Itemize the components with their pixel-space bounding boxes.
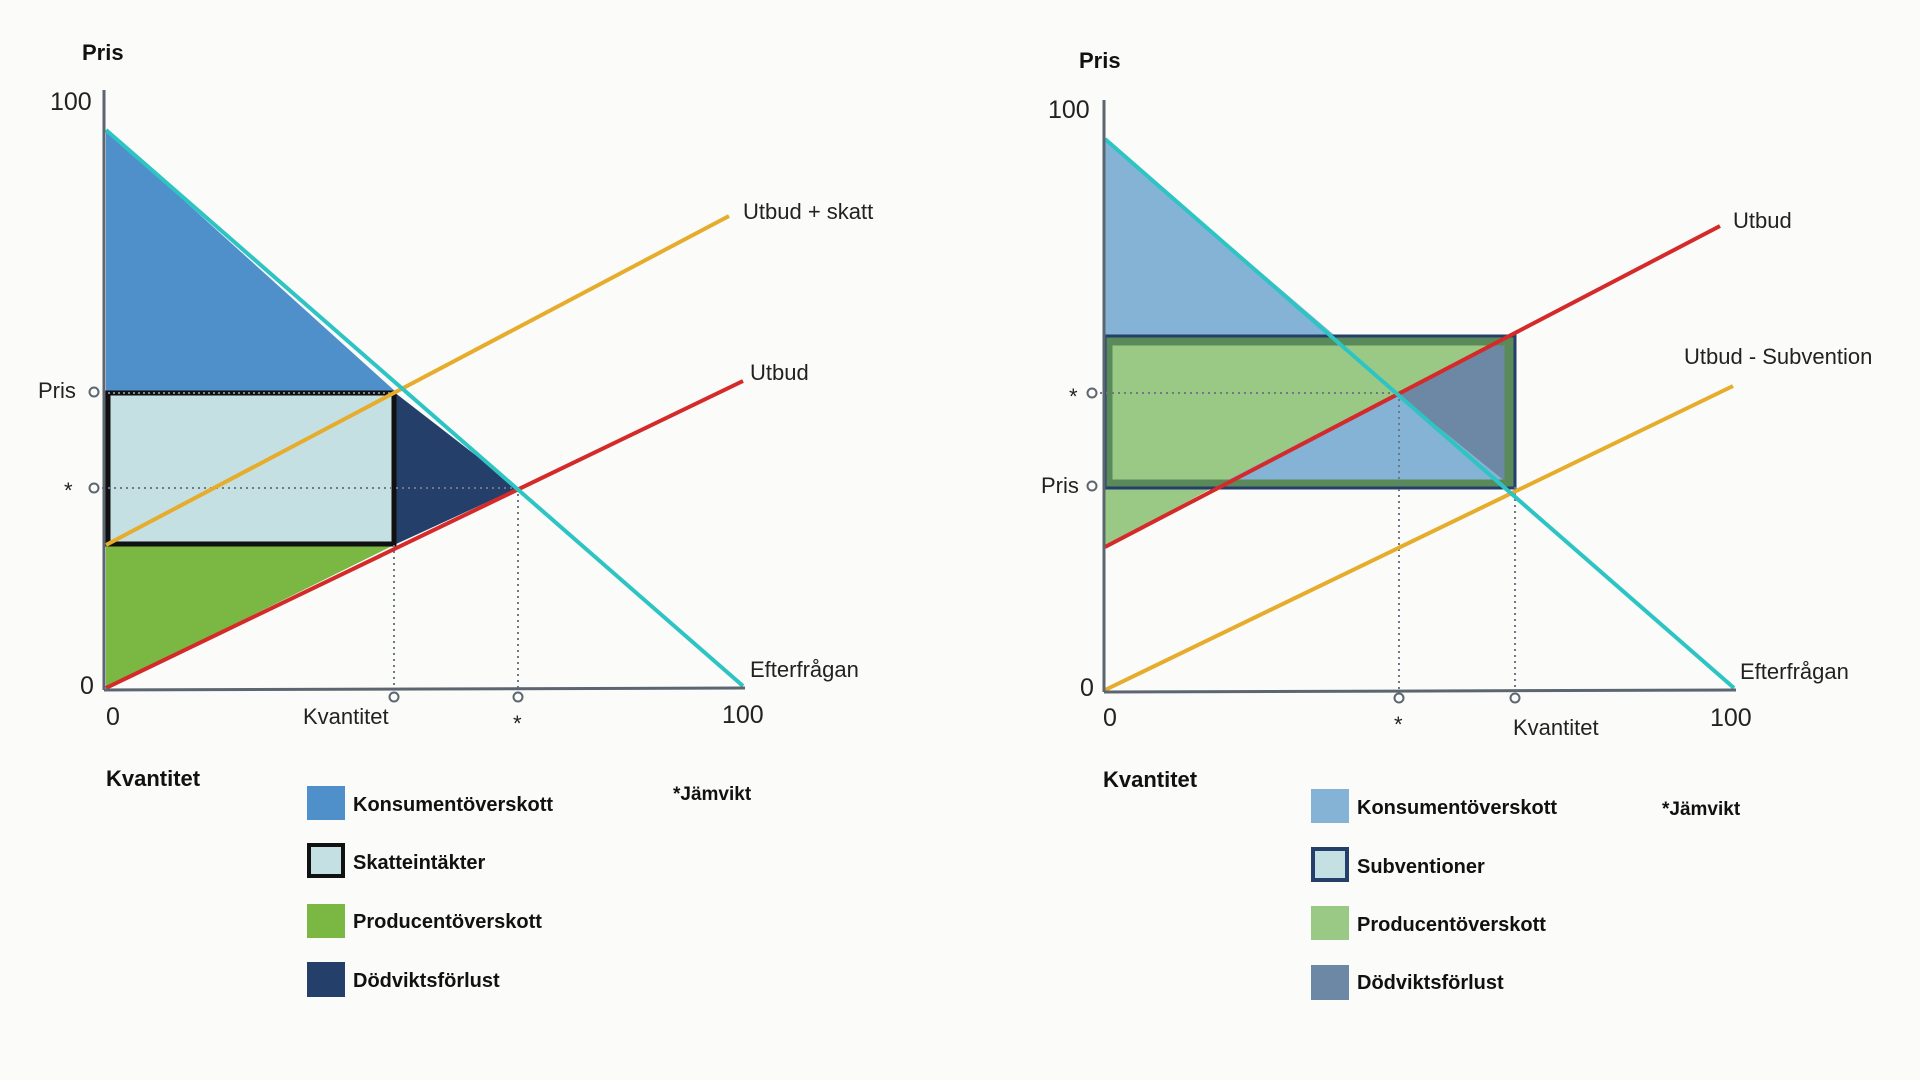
y-axis-title: Pris: [1079, 48, 1121, 73]
x-marker-kvantitet-label: Kvantitet: [303, 704, 389, 729]
x-marker-kvantitet-circle: [1509, 692, 1521, 704]
y-marker-star-circle: [88, 482, 100, 494]
x-max-tick: 100: [1710, 704, 1752, 732]
supply-line: [1104, 224, 1721, 549]
supply-tax-line: [105, 214, 730, 547]
equilibrium-note: *Jämvikt: [673, 784, 752, 805]
y-marker-pris-circle: [1086, 480, 1098, 492]
y-axis-title: Pris: [82, 40, 124, 65]
legend-swatch-producer-surplus: [1311, 906, 1349, 940]
x-axis-title: Kvantitet: [1103, 767, 1198, 792]
legend-swatch-subsidy: [1311, 847, 1349, 882]
legend: Konsumentöverskott Subventioner Producen…: [1311, 789, 1557, 1000]
legend-swatch-tax-revenue: [307, 843, 345, 878]
consumer-surplus-overlap-area: [1214, 393, 1512, 487]
supply-tax-label: Utbud + skatt: [743, 199, 873, 224]
x-marker-kvantitet-label: Kvantitet: [1513, 715, 1599, 740]
equilibrium-note: *Jämvikt: [1662, 799, 1741, 820]
legend-swatch-consumer-surplus: [1311, 789, 1349, 823]
y-min-tick: 0: [80, 672, 94, 700]
x-marker-star-label: *: [513, 711, 522, 736]
demand-line: [1103, 137, 1736, 690]
deadweight-loss-area: [1396, 336, 1512, 487]
x-marker-star-label: *: [1394, 712, 1403, 737]
supply-label: Utbud: [750, 360, 809, 385]
y-max-tick: 100: [1048, 96, 1090, 124]
y-marker-pris-label: Pris: [38, 378, 76, 403]
x-axis: [103, 686, 746, 692]
legend-label-tax-revenue: Skatteintäkter: [353, 852, 485, 874]
y-max-tick: 100: [50, 88, 92, 116]
x-marker-star-circle: [512, 691, 524, 703]
legend-label-deadweight-loss: Dödviktsförlust: [353, 970, 500, 992]
supply-line: [105, 379, 744, 690]
legend-swatch-deadweight-loss: [307, 962, 345, 997]
legend: Konsumentöverskott Skatteintäkter Produc…: [307, 786, 553, 997]
y-marker-pris-label: Pris: [1041, 473, 1079, 498]
tax-panel: Pris 100 0 0 100 Pris * Kvantitet * Utbu…: [38, 40, 873, 997]
legend-swatch-producer-surplus: [307, 904, 345, 938]
legend-label-producer-surplus: Producentöverskott: [353, 911, 542, 933]
subsidy-inner-frame: [1103, 336, 1514, 489]
demand-line: [104, 128, 745, 688]
supply-subsidy-line: [1104, 384, 1734, 692]
demand-label: Efterfrågan: [1740, 659, 1849, 684]
legend-label-consumer-surplus: Konsumentöverskott: [1357, 797, 1557, 819]
tax-revenue-outline: [105, 390, 397, 547]
deadweight-loss-area: [394, 392, 518, 545]
x-max-tick: 100: [722, 701, 764, 729]
supply-label: Utbud: [1733, 208, 1792, 233]
y-marker-star-label: *: [1069, 384, 1078, 409]
supply-subsidy-label: Utbud - Subvention: [1684, 344, 1872, 369]
y-min-tick: 0: [1080, 674, 1094, 702]
legend-label-consumer-surplus: Konsumentöverskott: [353, 794, 553, 816]
legend-swatch-deadweight-loss: [1311, 965, 1349, 1000]
y-marker-star-label: *: [64, 478, 73, 503]
x-axis: [1103, 688, 1737, 694]
x-axis-title: Kvantitet: [106, 766, 201, 791]
legend-label-producer-surplus: Producentöverskott: [1357, 914, 1546, 936]
x-min-tick: 0: [1103, 704, 1117, 732]
x-marker-star-circle: [1393, 692, 1405, 704]
legend-swatch-consumer-surplus: [307, 786, 345, 820]
y-marker-star-circle: [1086, 387, 1098, 399]
x-min-tick: 0: [106, 703, 120, 731]
legend-label-subsidy: Subventioner: [1357, 856, 1485, 878]
subsidy-panel: Pris 100 0 0 100 * Pris * Kvantitet Utbu…: [1041, 48, 1872, 1000]
y-marker-pris-circle: [88, 386, 100, 398]
demand-label: Efterfrågan: [750, 657, 859, 682]
x-marker-kvantitet-circle: [388, 691, 400, 703]
legend-label-deadweight-loss: Dödviktsförlust: [1357, 972, 1504, 994]
